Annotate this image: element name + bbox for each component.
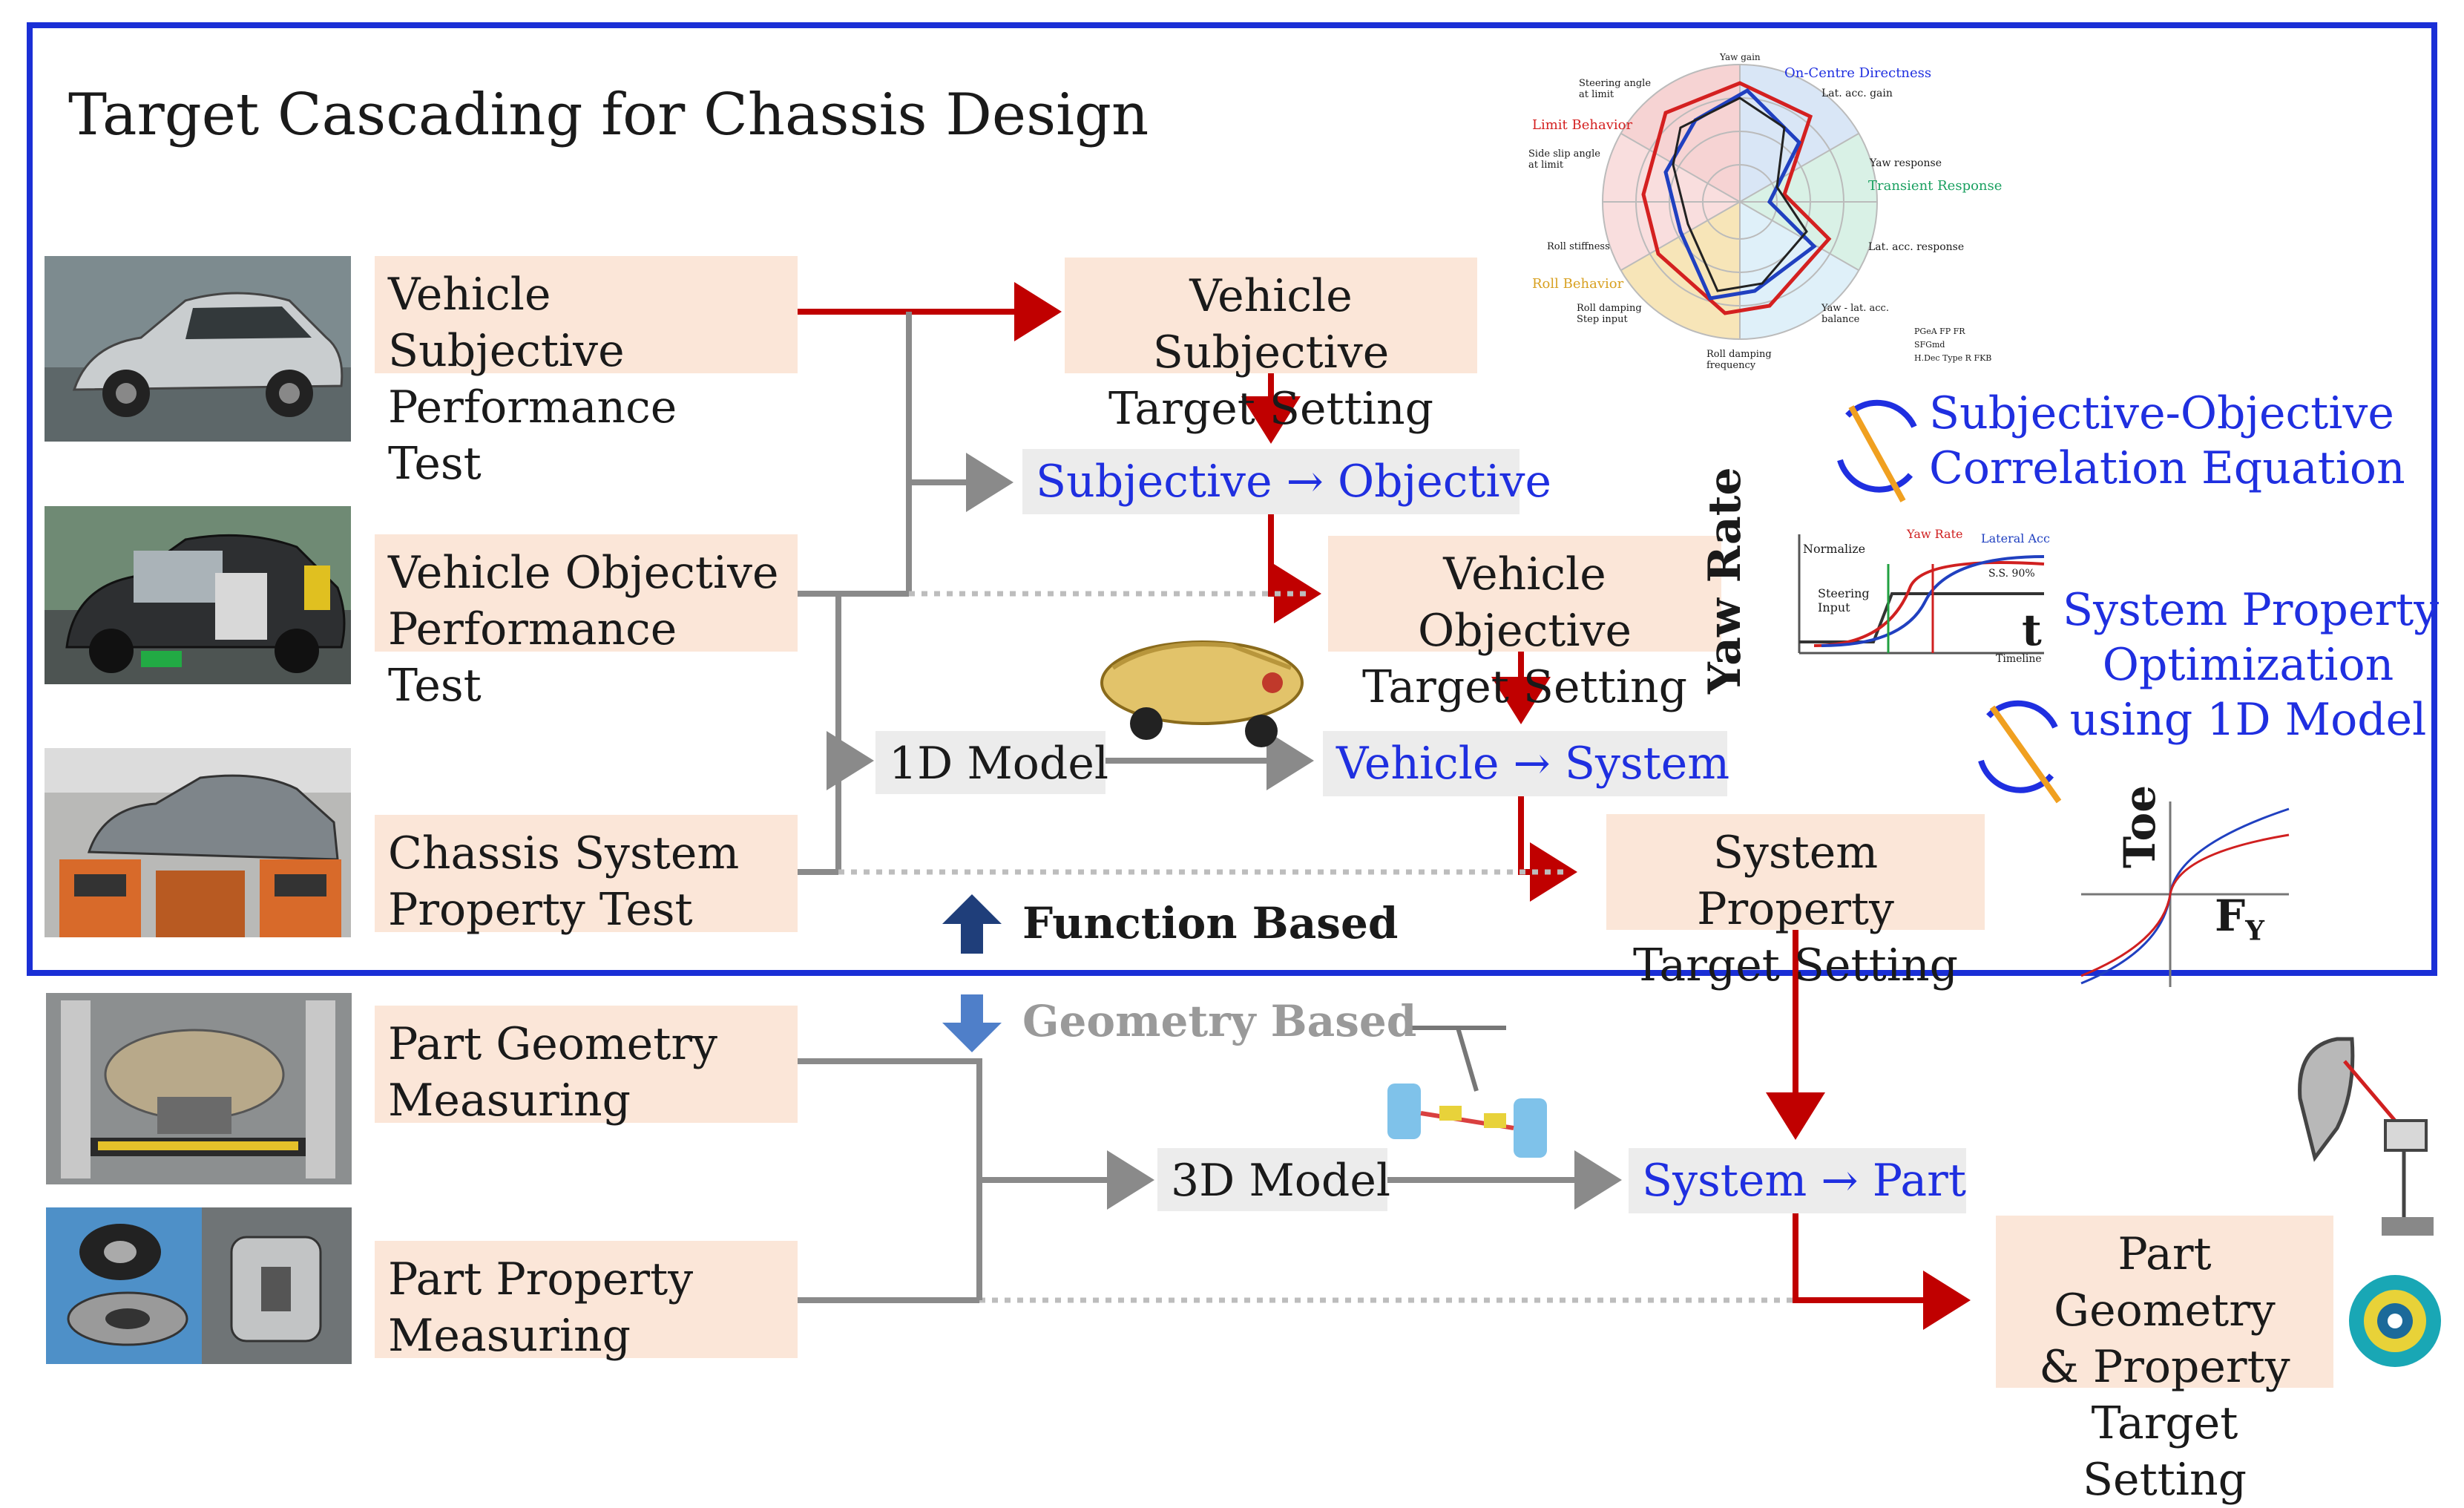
radar-lat-acc-response-label: Lat. acc. response: [1868, 241, 1965, 253]
correlation-cycle-icon: [1837, 399, 1917, 502]
system-target-box: System Property Target Setting: [1606, 814, 1985, 991]
part-geometry-line2: Measuring: [388, 1075, 631, 1127]
toe-plot-xlabel-main: F: [2215, 891, 2246, 941]
objective-test-line1: Vehicle Objective: [388, 547, 779, 599]
subjective-test-line2: Performance Test: [388, 381, 677, 490]
subjective-test-box: Vehicle Subjective Performance Test: [375, 256, 798, 490]
part-property-box: Part Property Measuring: [375, 1241, 798, 1362]
yaw-plot-ss: S.S. 90%: [1988, 568, 2035, 580]
part-target-line2: & Property: [2039, 1341, 2290, 1393]
radar-roll-behavior-label: Roll Behavior: [1532, 276, 1624, 292]
radar-roll-stiffness-label: Roll stiffness: [1547, 241, 1610, 252]
system-test-photo: [45, 748, 351, 937]
up-arrow-icon: [942, 894, 1002, 954]
connector-layer: [798, 64, 2441, 1367]
part-target-line1: Part Geometry: [2054, 1228, 2276, 1337]
optimization-label: System Property Optimization using 1D Mo…: [2063, 583, 2440, 747]
system-test-line1: Chassis System: [388, 827, 740, 879]
subjective-target-line1: Vehicle Subjective: [1152, 270, 1390, 378]
function-based-label: Function Based: [1022, 898, 1399, 948]
suspension-3d-model-icon: [1387, 1026, 1547, 1158]
part-property-photo: [46, 1207, 352, 1364]
subj-obj-box: Subjective → Objective: [1022, 449, 1551, 514]
vehicle-1d-model-icon: [1100, 640, 1304, 747]
arrow-sys-part-to-part-target: [1793, 1206, 1971, 1330]
radar-transient-label: Transient Response: [1868, 178, 2003, 194]
objective-test-box: Vehicle Objective Performance Test: [375, 534, 798, 712]
system-test-box: Chassis System Property Test: [375, 815, 798, 936]
function-based-frame: [27, 22, 2437, 976]
radar-legend-1: PGeA FP FR: [1914, 327, 1965, 336]
yaw-rate-plot: [1798, 534, 2045, 655]
objective-target-line2: Target Setting: [1362, 661, 1687, 713]
yaw-plot-normalize: Normalize: [1803, 542, 1866, 556]
grey-from-part-geometry: [798, 1058, 982, 1300]
down-arrow-icon: [942, 994, 1002, 1052]
radar-on-centre-label: On-Centre Directness: [1784, 65, 1932, 81]
radar-legend-2: SFGmd: [1914, 340, 1945, 350]
subjective-target-box: Vehicle Subjective Target Setting: [1065, 258, 1477, 435]
subjective-target-line2: Target Setting: [1108, 383, 1433, 435]
optimization-line2: Optimization: [2102, 639, 2394, 691]
part-target-box: Part Geometry & Property Target Setting: [1996, 1216, 2333, 1506]
part-geometry-photo: [46, 993, 352, 1184]
subjective-test-line1: Vehicle Subjective: [388, 269, 625, 377]
part-geometry-box: Part Geometry Measuring: [375, 1006, 798, 1127]
toe-plot: [2080, 801, 2290, 987]
radar-top-label: Yaw gain: [1720, 52, 1761, 62]
optimization-line3: using 1D Model: [2069, 694, 2427, 746]
radar-roll-damping-freq-label: Roll damping frequency: [1706, 349, 1772, 371]
part-geometry-line1: Part Geometry: [388, 1018, 717, 1070]
objective-target-line1: Vehicle Objective: [1417, 548, 1632, 657]
radar-chart: [1602, 64, 1878, 340]
optimization-line1: System Property: [2063, 584, 2440, 636]
objective-target-box: Vehicle Objective Target Setting: [1328, 536, 1721, 713]
radar-side-slip-label: Side slip angle at limit: [1528, 148, 1600, 171]
arrow-veh-sys-to-sys-target: [1518, 790, 1577, 902]
objective-test-line2: Performance Test: [388, 603, 677, 712]
radar-lat-acc-gain-label: Lat. acc. gain: [1821, 88, 1893, 99]
part-bushing-icon: [2349, 1275, 2441, 1367]
yaw-plot-timeline: Timeline: [1996, 653, 2042, 665]
radar-legend-3: H.Dec Type R FKB: [1914, 353, 1992, 363]
yaw-plot-xlabel: t: [2022, 605, 2042, 655]
sys-part-box: System → Part: [1629, 1148, 1966, 1213]
radar-yaw-lat-balance-label: Yaw - lat. acc. balance: [1821, 303, 1889, 325]
correlation-line2: Correlation Equation: [1929, 442, 2405, 494]
subjective-test-photo: [45, 256, 351, 442]
yaw-plot-yaw-rate: Yaw Rate: [1907, 527, 1963, 541]
yaw-plot-steering: Steering Input: [1818, 586, 1870, 614]
part-knuckle-icon: [2298, 1037, 2434, 1236]
veh-sys-box: Vehicle → System: [1323, 731, 1729, 796]
yaw-plot-lat-acc: Lateral Acc: [1981, 531, 2050, 545]
yaw-plot-ylabel: Yaw Rate: [1699, 467, 1751, 694]
system-test-line2: Property Test: [388, 884, 693, 936]
geometry-based-label: Geometry Based: [1022, 996, 1417, 1046]
part-property-line1: Part Property: [388, 1253, 694, 1305]
part-property-line2: Measuring: [388, 1310, 631, 1362]
correlation-label: Subjective-Objective Correlation Equatio…: [1929, 386, 2405, 496]
toe-plot-xlabel: FY: [2215, 891, 2264, 947]
optimization-cycle-icon: [1978, 700, 2062, 804]
toe-plot-xlabel-sub: Y: [2245, 915, 2264, 947]
system-target-line2: Target Setting: [1633, 940, 1958, 991]
radar-yaw-response-label: Yaw response: [1870, 157, 1942, 169]
correlation-line1: Subjective-Objective: [1929, 387, 2394, 439]
model-1d-box: 1D Model: [875, 731, 1108, 794]
page-title: Target Cascading for Chassis Design: [68, 82, 1149, 148]
toe-plot-ylabel: Toe: [2115, 784, 2165, 868]
radar-steer-limit-label: Steering angle at limit: [1579, 78, 1652, 100]
radar-limit-behavior-label: Limit Behavior: [1532, 117, 1633, 133]
model-3d-box: 3D Model: [1157, 1148, 1390, 1211]
system-target-line1: System Property: [1697, 827, 1894, 935]
arrow-subj-obj-to-obj-target: [1268, 511, 1321, 623]
objective-test-photo: [45, 506, 351, 684]
radar-roll-damping-step-label: Roll damping Step input: [1577, 303, 1642, 325]
